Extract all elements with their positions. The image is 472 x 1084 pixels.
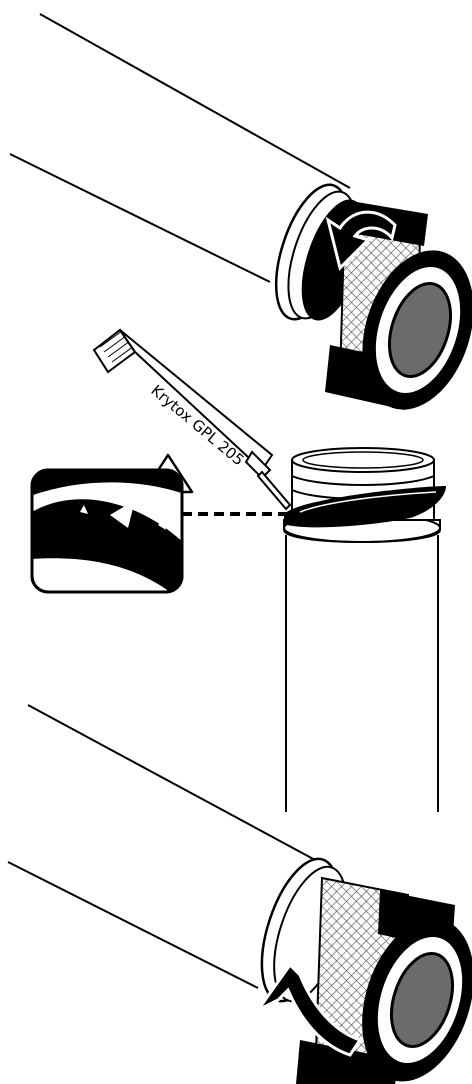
body2-top-edge <box>28 705 330 868</box>
flashlight-top <box>10 14 472 424</box>
flashlight-vertical <box>284 448 446 812</box>
body2-bottom-edge <box>8 862 258 988</box>
detail-callout <box>20 470 200 620</box>
tube-body <box>120 330 272 470</box>
body-bottom-edge <box>10 154 270 282</box>
body-top-edge <box>40 14 350 188</box>
flashlight-bottom <box>8 705 472 1084</box>
tube-nozzle <box>258 472 290 509</box>
